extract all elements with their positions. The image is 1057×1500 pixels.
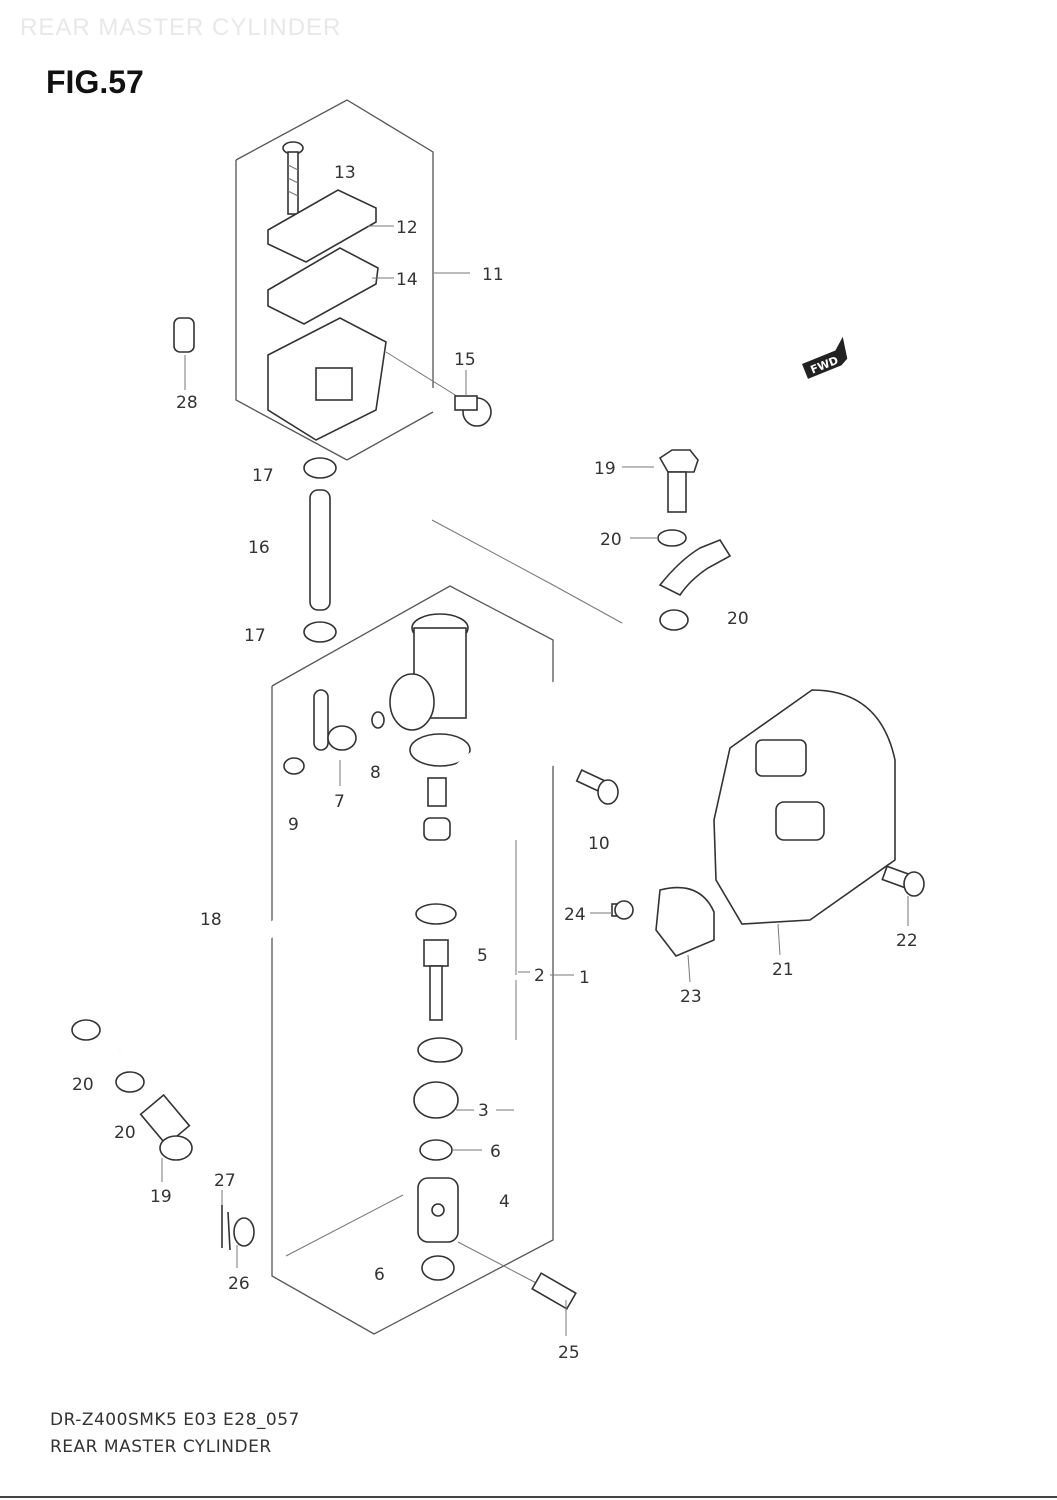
callout-16: 16 [248,538,270,558]
snap-ring [417,1037,463,1063]
banjo-fitting [658,539,732,597]
bracket-23 [655,886,715,957]
callout-6-bottom: 6 [374,1265,385,1285]
callout-3: 3 [478,1101,489,1121]
bolt-22 [881,865,925,897]
grommet-28 [173,317,195,353]
callout-11: 11 [482,265,504,285]
callout-21: 21 [772,960,794,980]
spring [427,777,447,807]
hose-clamp-17-top [303,457,337,479]
heel-guard-21 [713,689,896,925]
callout-25: 25 [558,1343,580,1363]
diagram-name: REAR MASTER CYLINDER [50,1437,272,1457]
callout-2: 2 [534,966,545,986]
callout-9: 9 [288,815,299,835]
callout-20-left-bottom: 20 [114,1123,136,1143]
callout-5: 5 [477,946,488,966]
ghost-title: REAR MASTER CYLINDER [20,14,342,41]
callout-27: 27 [214,1171,236,1191]
bolt-10 [575,769,619,805]
callout-13: 13 [334,163,356,183]
hose-fitting-left [71,1019,193,1161]
cylinder-head [389,613,471,767]
reservoir-assembly-outline [235,99,434,461]
callout-numbers: 13 12 14 11 15 28 17 16 17 19 20 20 8 7 … [72,163,918,1363]
callout-12: 12 [396,218,418,238]
reservoir-body [267,317,387,441]
figure-number: FIG.57 [46,64,144,100]
callout-7: 7 [334,792,345,812]
callout-20-hose: 20 [727,609,749,629]
callout-17-bottom: 17 [244,626,266,646]
bolt-15 [385,351,492,427]
washer-20-mid [659,609,689,631]
leader-lines [161,225,909,1336]
pin-25 [457,1241,577,1310]
callout-24: 24 [564,905,586,925]
screw-13 [282,141,304,215]
callout-4: 4 [499,1192,510,1212]
callout-17-top: 17 [252,466,274,486]
callout-8: 8 [370,763,381,783]
callout-6-top: 6 [490,1142,501,1162]
callout-19-top: 19 [594,459,616,479]
hose-clamp-17-bottom [303,621,337,643]
washer-26 [233,1217,255,1247]
callout-1: 1 [579,968,590,988]
brake-hose-18 [117,508,827,1054]
o-ring-8 [371,711,385,729]
callout-28: 28 [176,393,198,413]
callout-14: 14 [396,270,418,290]
cotter-pin-27 [221,1205,231,1251]
bottom-border [0,1496,1057,1498]
callout-19-bottom: 19 [150,1187,172,1207]
piston-seal [415,903,457,925]
forward-direction-badge: FWD [802,336,848,379]
callout-22: 22 [896,931,918,951]
circlip-9 [283,757,305,775]
fwd-badge-label: FWD [809,354,841,377]
diagram-code: DR-Z400SMK5 E03 E28_057 [50,1410,300,1430]
washer-20-top [657,529,687,547]
callout-18: 18 [200,910,222,930]
nut-6-bottom [421,1255,455,1281]
clevis-4 [417,1177,459,1243]
callout-20-top: 20 [600,530,622,550]
callout-20-left-top: 20 [72,1075,94,1095]
callout-23: 23 [680,987,702,1007]
boot-3 [413,1081,459,1119]
callout-15: 15 [454,350,476,370]
bolt-24 [611,900,634,920]
diaphragm-14 [267,247,379,325]
hose-connector-7 [313,689,357,751]
callout-26: 26 [228,1274,250,1294]
reservoir-plate-12 [267,189,377,263]
reservoir-hose-16 [309,489,331,611]
banjo-bolt-19-top [658,449,699,513]
nut-6-top [419,1139,453,1161]
piston-5 [423,939,449,1021]
callout-10: 10 [588,834,610,854]
piston-cup [423,817,451,841]
